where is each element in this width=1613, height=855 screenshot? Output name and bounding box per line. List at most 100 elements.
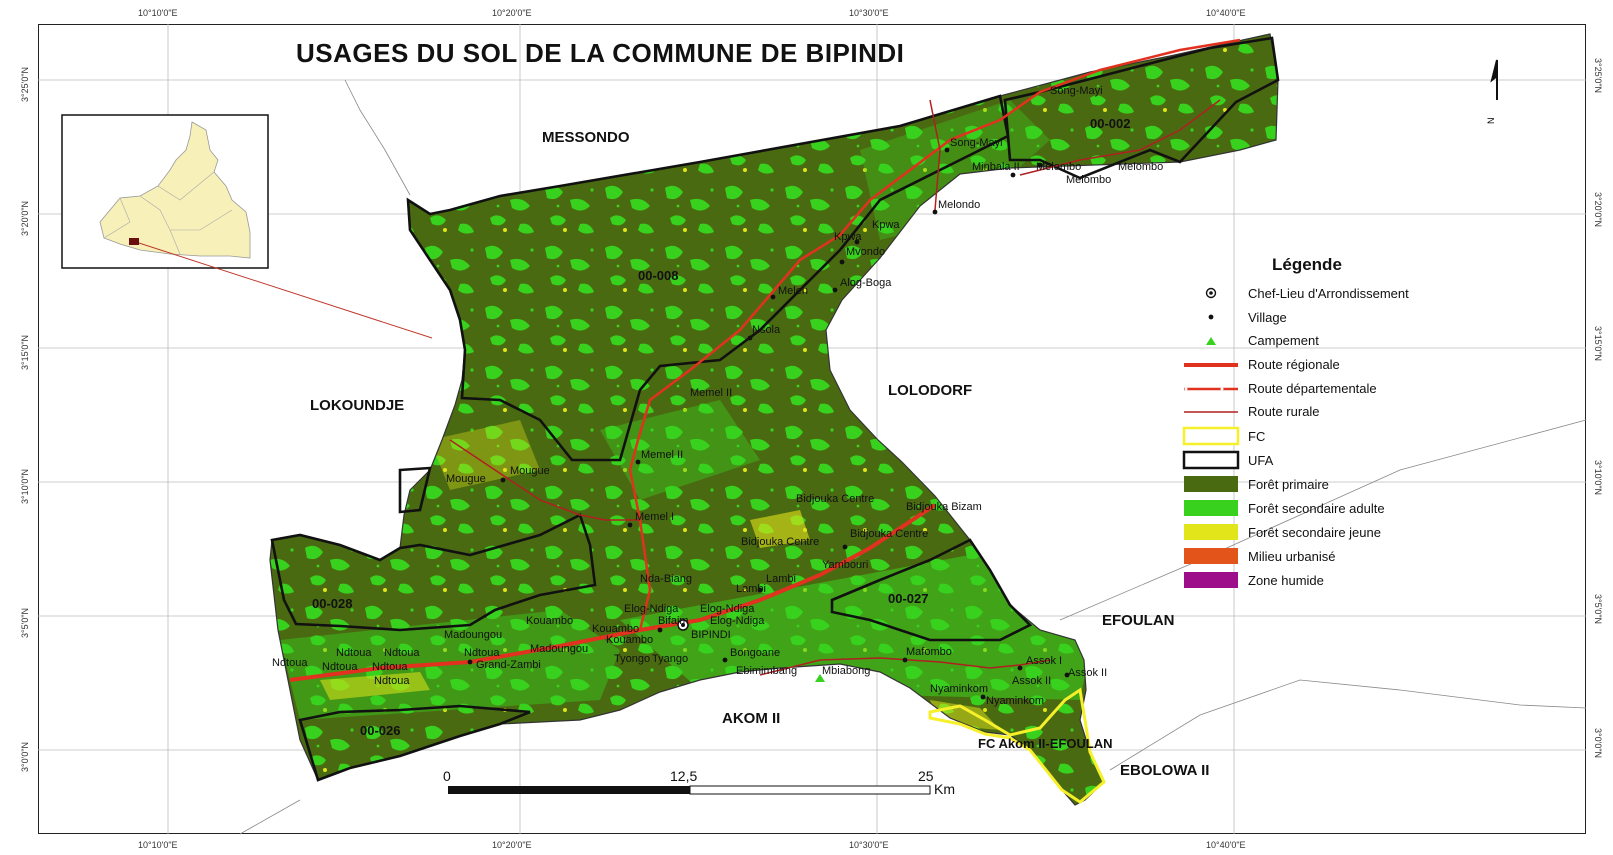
coord-top-3: 10°30'0"E xyxy=(849,8,889,18)
coord-right-6: 3°0'0"N xyxy=(1593,728,1603,758)
coord-right-1: 3°25'0"N xyxy=(1593,58,1603,93)
village-label: Tyongo xyxy=(614,653,650,665)
coord-bottom-4: 10°40'0"E xyxy=(1206,840,1246,850)
legend-label: Forêt primaire xyxy=(1248,477,1329,492)
village-label: Kpwa xyxy=(872,219,900,231)
ufa-labels: 00-002 00-008 00-028 00-027 00-026 xyxy=(312,116,1130,738)
village-label: Kouambo xyxy=(592,623,639,635)
legend-title: Légende xyxy=(1272,255,1342,274)
coord-left-3: 3°15'0"N xyxy=(20,335,30,370)
village-label: Elog-Ndiga xyxy=(700,603,755,615)
cameroon-outline xyxy=(99,121,251,259)
village-label: Bidjouka Bizam xyxy=(906,501,982,513)
commune-land-cover xyxy=(269,33,1279,806)
village-label: Grand-Zambi xyxy=(476,659,541,671)
north-label: N xyxy=(1486,118,1496,125)
scale-mid: 12,5 xyxy=(670,768,697,784)
village-label: Assok II xyxy=(1012,675,1051,687)
village-label: Melondo xyxy=(938,199,980,211)
inset-map xyxy=(61,114,433,339)
coord-top-4: 10°40'0"E xyxy=(1206,8,1246,18)
region-messondo: MESSONDO xyxy=(542,129,630,146)
coord-right-4: 3°10'0"N xyxy=(1593,460,1603,495)
village-label: Madoungou xyxy=(530,643,588,655)
ufa-boundaries xyxy=(270,36,1280,782)
village-label: Ndtoua xyxy=(384,647,420,659)
village-label: Assok II xyxy=(1068,667,1107,679)
ufa-00-008: 00-008 xyxy=(638,268,678,283)
legend-label: UFA xyxy=(1248,453,1274,468)
roads xyxy=(289,38,1241,682)
village-label: Melombo xyxy=(1066,174,1111,186)
village-label: Minbala II xyxy=(972,161,1020,173)
region-ebolowa: EBOLOWA II xyxy=(1120,762,1209,779)
village-label: Bongoane xyxy=(730,647,780,659)
legend-label: Village xyxy=(1248,310,1287,325)
coord-bottom-3: 10°30'0"E xyxy=(849,840,889,850)
village-label: Mougue xyxy=(446,473,486,485)
village-label: Mafombo xyxy=(906,646,952,658)
bipindi-locator xyxy=(129,238,139,245)
village-label: Tyango xyxy=(652,653,688,665)
village-label: Ndtoua xyxy=(372,661,408,673)
coord-top-1: 10°10'0"E xyxy=(138,8,178,18)
legend-label: Route départementale xyxy=(1248,381,1377,396)
ufa-00-026: 00-026 xyxy=(360,723,400,738)
village-label: Ebimimbang xyxy=(736,665,797,677)
coord-left-2: 3°20'0"N xyxy=(20,201,30,236)
village-label: Bidjouka Centre xyxy=(796,493,874,505)
legend-label: Forêt secondaire jeune xyxy=(1248,525,1381,540)
fc-boundary xyxy=(928,687,1106,804)
village-label: BIPINDI xyxy=(691,629,731,641)
village-label: Kouambo xyxy=(606,634,653,646)
village-label: Nyaminkom xyxy=(986,695,1044,707)
ufa-00-027: 00-027 xyxy=(888,591,928,606)
village-label: Nyaminkom xyxy=(930,683,988,695)
village-label: Bifaim xyxy=(658,615,689,627)
village-label: Memel II xyxy=(690,387,732,399)
legend-label: Milieu urbanisé xyxy=(1248,549,1335,564)
coord-right-5: 3°5'0"N xyxy=(1593,594,1603,624)
village-label: Ndtoua xyxy=(464,647,500,659)
region-labels: MESSONDO LOKOUNDJE LOLODORF EFOULAN AKOM… xyxy=(310,129,1209,779)
village-label: Nda-Biang xyxy=(640,573,692,585)
village-label: Kouambo xyxy=(526,615,573,627)
region-akom: AKOM II xyxy=(722,710,780,727)
village-label: Assok I xyxy=(1026,655,1062,667)
coord-left-6: 3°0'0"N xyxy=(20,742,30,772)
scale-zero: 0 xyxy=(443,768,451,784)
village-label: Elog-Ndiga xyxy=(624,603,679,615)
region-lolodorf: LOLODORF xyxy=(888,382,972,399)
legend-label: Campement xyxy=(1248,333,1319,348)
village-label: Song-Mayi xyxy=(1050,85,1103,97)
village-label: Elog-Ndiga xyxy=(710,615,765,627)
ufa-00-002: 00-002 xyxy=(1090,116,1130,131)
village-label: Bidjouka Centre xyxy=(850,528,928,540)
village-label: Ndtoua xyxy=(272,657,308,669)
village-points xyxy=(467,147,1070,700)
village-label: Ndtoua xyxy=(322,661,358,673)
coord-top-2: 10°20'0"E xyxy=(492,8,532,18)
scale-bar: 0 12,5 25 Km xyxy=(443,768,955,797)
coordinate-labels: 10°10'0"E 10°20'0"E 10°30'0"E 10°40'0"E … xyxy=(20,8,1603,850)
village-labels: Song-Mayi Song-Mayi Minbala II Melombo M… xyxy=(272,85,1163,707)
map-frame xyxy=(38,24,1586,834)
village-label: Lambi xyxy=(766,573,796,585)
ufa-00-028: 00-028 xyxy=(312,596,352,611)
chef-lieu-bipindi xyxy=(677,619,689,631)
coord-left-5: 3°5'0"N xyxy=(20,608,30,638)
region-lokoundje: LOKOUNDJE xyxy=(310,397,404,414)
legend-label: Zone humide xyxy=(1248,573,1324,588)
admin-boundaries xyxy=(239,79,1587,835)
village-label: Alog-Boga xyxy=(840,277,892,289)
village-label: Nsola xyxy=(752,324,781,336)
legend-label: Route rurale xyxy=(1248,404,1320,419)
village-label: Melen xyxy=(778,285,808,297)
campement-marker xyxy=(815,674,825,682)
coord-right-3: 3°15'0"N xyxy=(1593,326,1603,361)
coord-bottom-1: 10°10'0"E xyxy=(138,840,178,850)
coord-left-1: 3°25'0"N xyxy=(20,67,30,102)
map-title: USAGES DU SOL DE LA COMMUNE DE BIPINDI xyxy=(296,38,904,68)
north-arrow: N xyxy=(1486,59,1498,125)
